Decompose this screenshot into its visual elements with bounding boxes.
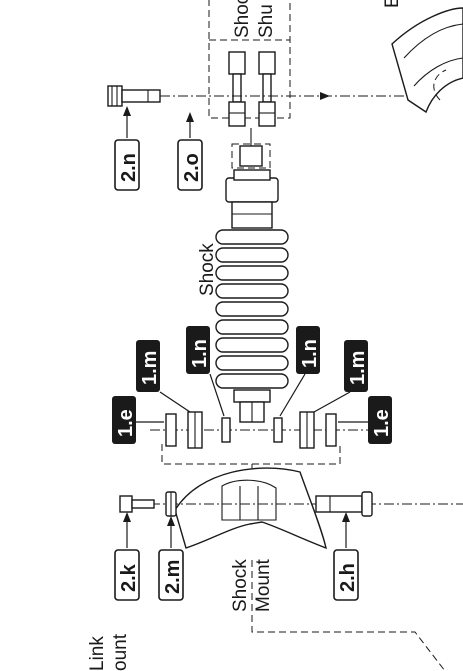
top-shuttle-label: Shu xyxy=(256,4,277,38)
shock-mount-label-line2: Mount xyxy=(253,558,274,612)
label-1e-right: 1.e xyxy=(368,396,393,444)
svg-text:2.m: 2.m xyxy=(162,560,184,594)
leader-1m-right xyxy=(313,391,351,413)
link-label-line1: Link xyxy=(87,636,108,671)
shock-top-eyelet xyxy=(231,128,271,169)
svg-text:1.m: 1.m xyxy=(347,351,369,385)
link-routing-line xyxy=(251,560,446,671)
label-2k: 2.k xyxy=(114,549,140,601)
label-1n-left: 1.n xyxy=(186,326,211,374)
link-label-line2: ount xyxy=(110,633,131,671)
label-2o: 2.o xyxy=(177,139,203,191)
washer-2m xyxy=(165,491,177,517)
svg-text:1.m: 1.m xyxy=(139,351,161,385)
bolt-2k xyxy=(119,495,155,513)
top-shock-label: Shock xyxy=(232,0,253,38)
corner-label: E xyxy=(382,0,403,8)
svg-text:2.k: 2.k xyxy=(118,563,140,592)
svg-text:1.e: 1.e xyxy=(371,409,393,437)
shock-absorber xyxy=(215,169,289,423)
bolt-2n xyxy=(107,85,161,107)
leader-1n-left xyxy=(209,373,225,417)
top-hardware-left xyxy=(228,51,246,127)
lower-hardware-left xyxy=(165,411,231,449)
shock-mount-label-line1: Shock xyxy=(230,559,251,612)
leader-1m-left xyxy=(159,391,191,413)
label-1n-right: 1.n xyxy=(296,326,321,374)
label-1m-left: 1.m xyxy=(136,340,161,392)
label-1m-right: 1.m xyxy=(344,340,369,392)
svg-text:1.n: 1.n xyxy=(189,339,211,368)
label-2n: 2.n xyxy=(114,139,140,191)
top-axis-arrow xyxy=(320,92,330,100)
lower-hardware-right xyxy=(273,411,337,449)
label-2h: 2.h xyxy=(333,549,359,601)
shock-spring xyxy=(215,229,289,389)
svg-text:2.n: 2.n xyxy=(118,153,140,182)
svg-text:2.o: 2.o xyxy=(181,153,203,182)
label-2m: 2.m xyxy=(158,549,184,601)
frame-part xyxy=(391,7,463,114)
leader-1n-right xyxy=(279,373,306,417)
top-variant-box xyxy=(208,0,291,127)
label-1e-left: 1.e xyxy=(112,396,137,444)
svg-text:1.n: 1.n xyxy=(299,339,321,368)
axle-2h xyxy=(315,491,373,517)
shock-label: Shock xyxy=(197,243,218,296)
svg-text:2.h: 2.h xyxy=(337,563,359,592)
shock-mount-bracket xyxy=(174,467,327,550)
svg-text:1.e: 1.e xyxy=(115,409,137,437)
top-hardware-right xyxy=(258,51,276,127)
